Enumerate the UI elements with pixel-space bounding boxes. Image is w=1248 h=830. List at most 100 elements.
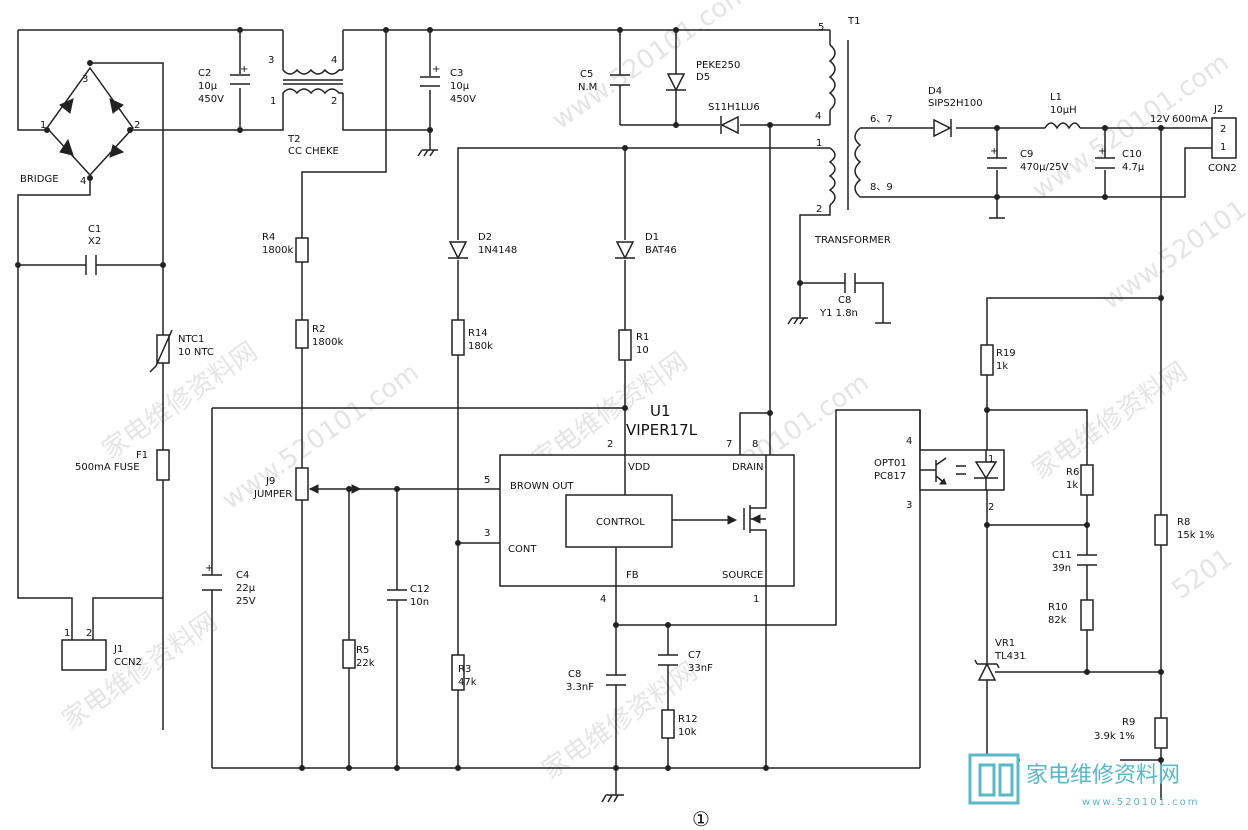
component-part: PEKE250	[696, 60, 740, 71]
component-part: S11H1LU6	[708, 102, 760, 113]
transformer-t1: T1 5 4 1 2 6、7 8、9 TRANSFORMER	[814, 16, 893, 246]
component-ref: R3	[458, 664, 471, 675]
component-value: N.M	[578, 82, 597, 93]
component-part: SIPS2H100	[928, 98, 983, 109]
optocoupler-opt01: 4 1 3 2 OPT01 PC817	[874, 410, 1005, 513]
pin-label: 1	[988, 454, 994, 465]
component-value: 180k	[468, 341, 493, 352]
component-ref: J2	[1213, 104, 1223, 115]
pin-label: 6、7	[870, 114, 893, 125]
component-ref: R5	[356, 645, 369, 656]
capacitor-c10: + C10 4.7μ	[1095, 146, 1145, 173]
inductor-l1: L1 10μH	[1044, 92, 1081, 130]
component-ref: R14	[468, 328, 488, 339]
wires	[17, 29, 1212, 800]
pin-label: 8、9	[870, 182, 893, 193]
shunt-regulator-vr1: VR1 TL431	[974, 638, 1026, 690]
capacitor-c12: C12 10n	[387, 584, 430, 608]
component-ref: C8	[568, 669, 581, 680]
component-ref: C11	[1052, 550, 1072, 561]
component-value: 10 NTC	[178, 347, 214, 358]
diode-d4: D4 SIPS2H100	[928, 86, 983, 138]
component-value: 33nF	[688, 663, 713, 674]
watermark: www.520101.com	[1097, 158, 1248, 316]
svg-text:+: +	[432, 64, 440, 75]
component-ref: NTC1	[178, 334, 204, 345]
component-type: CC CHEKE	[288, 146, 339, 157]
svg-text:+: +	[990, 146, 998, 157]
component-ref: R9	[1122, 717, 1135, 728]
component-value: 3.3nF	[566, 682, 594, 693]
capacitor-c2: + C2 10μ 450V	[198, 64, 250, 105]
component-value: 10n	[410, 597, 429, 608]
component-part: TL431	[994, 651, 1026, 662]
pin-label: 1	[753, 594, 759, 605]
component-value: 39n	[1052, 563, 1071, 574]
component-ref: D2	[478, 232, 492, 243]
component-ref: R1	[636, 332, 649, 343]
component-ref: R19	[996, 348, 1016, 359]
resistor-r8: R8 15k 1%	[1154, 514, 1215, 546]
component-ref: C10	[1122, 149, 1142, 160]
component-type: CCN2	[114, 657, 142, 668]
component-part: PC817	[874, 471, 906, 482]
jumper-j9: J9 JUMPER	[253, 467, 362, 501]
component-ref: D4	[928, 86, 942, 97]
component-ref: F1	[136, 450, 148, 461]
component-value: Y1 1.8n	[819, 308, 858, 319]
svg-text:+: +	[1098, 146, 1106, 157]
component-ref: R2	[312, 324, 325, 335]
diode-d6: S11H1LU6	[708, 102, 760, 135]
watermark: 家电维修资料网	[57, 607, 223, 736]
component-ref: BRIDGE	[20, 174, 59, 185]
connector-j1: 1 2 J1 CCN2	[61, 615, 142, 671]
component-ref: OPT01	[874, 458, 907, 469]
component-ref: J1	[113, 644, 123, 655]
component-value: 10μH	[1050, 105, 1077, 116]
diode-d5: PEKE250 D5	[666, 60, 740, 92]
site-logo: 家电维修资料网 www.520101.com	[968, 753, 1200, 808]
pin-label: 4	[815, 111, 821, 122]
pin-label: 8	[752, 439, 758, 450]
capacitor-c8-y: C8 Y1 1.8n	[787, 273, 891, 325]
fuse-f1: F1 500mA FUSE	[75, 449, 170, 481]
component-ref: C5	[580, 69, 593, 80]
pin-name: FB	[626, 570, 639, 581]
resistor-r6: R6 1k	[1066, 464, 1094, 496]
pin-label: 3	[906, 500, 912, 511]
component-value: X2	[88, 236, 101, 247]
component-ref: D1	[645, 232, 659, 243]
capacitor-c9: + C9 470μ/25V	[987, 146, 1069, 219]
capacitor-c11: C11 39n	[1052, 550, 1097, 574]
pin-label: 5	[818, 22, 824, 33]
pin-label: 4	[80, 176, 86, 187]
logo-url: www.520101.com	[1082, 797, 1200, 808]
component-value: 22k	[356, 658, 375, 669]
pin-label: 2	[816, 204, 822, 215]
component-rating: 450V	[450, 94, 476, 105]
component-part: BAT46	[645, 245, 677, 256]
pin-label: 2	[86, 628, 92, 639]
component-ref: C12	[410, 584, 430, 595]
pin-label: 7	[726, 439, 732, 450]
component-ref: T2	[287, 134, 300, 145]
component-value: 1k	[996, 361, 1008, 372]
component-value: 470μ/25V	[1020, 162, 1069, 173]
figure-number: ①	[692, 807, 710, 830]
diode-d1: D1 BAT46	[615, 232, 677, 260]
component-value: 3.9k 1%	[1094, 731, 1135, 742]
resistor-r4: R4 1800k	[262, 232, 309, 263]
component-ref: R10	[1048, 602, 1068, 613]
output-current: 600mA	[1172, 114, 1208, 125]
capacitor-c1: C1 X2	[85, 224, 101, 275]
resistor-r14: R14 180k	[451, 319, 493, 356]
component-ref: C2	[198, 68, 211, 79]
output-voltage: 12V	[1150, 114, 1170, 125]
component-value: 1k	[1066, 480, 1078, 491]
component-type: CON2	[1208, 163, 1237, 174]
component-value: 4.7μ	[1122, 162, 1145, 173]
diode-d2: D2 1N4148	[448, 232, 517, 260]
pin-label: 1	[1220, 142, 1226, 153]
component-value: 500mA FUSE	[75, 462, 140, 473]
